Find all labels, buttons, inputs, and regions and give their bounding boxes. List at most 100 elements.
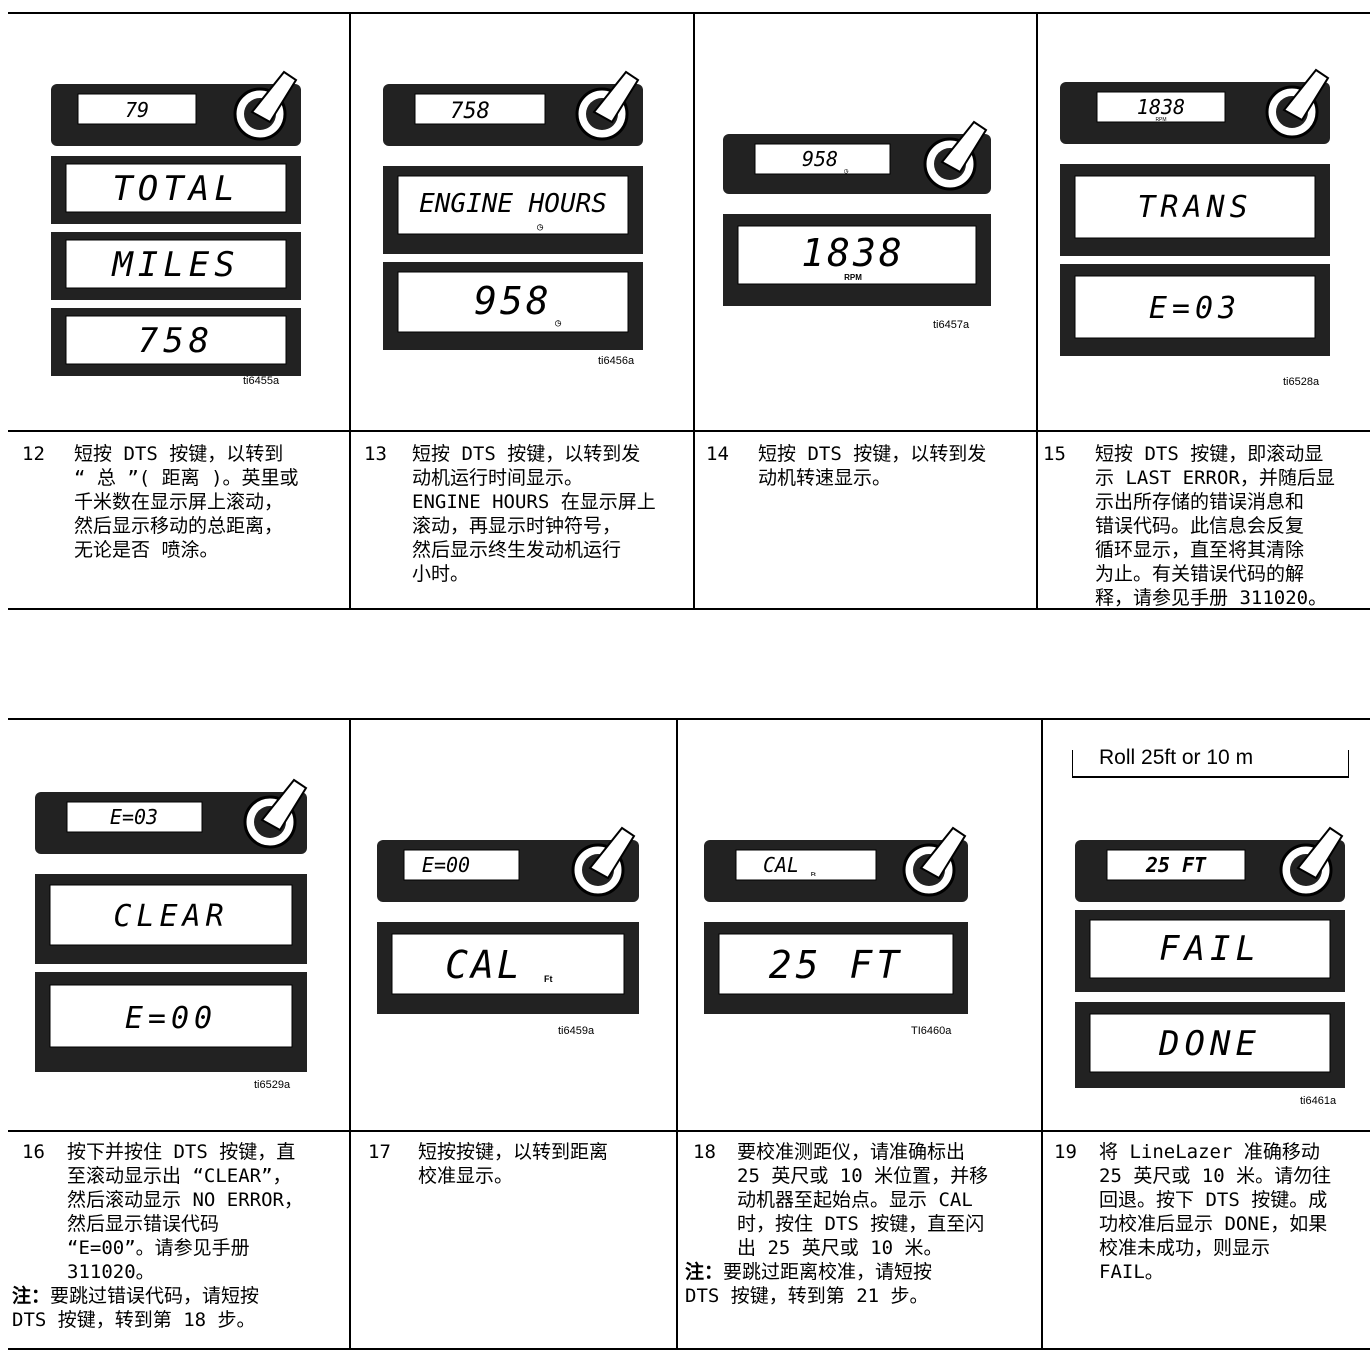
- step-line: 千米数在显示屏上滚动，: [74, 491, 284, 513]
- lcd-top-text: E=00: [422, 853, 470, 877]
- dts-button-icon: [243, 778, 308, 849]
- lcd-panel-text: TOTAL: [112, 169, 239, 209]
- dts-button-icon: [923, 120, 988, 191]
- lcd-panel: [1074, 175, 1316, 239]
- lcd-top-text: 25 FT: [1145, 853, 1207, 877]
- step-line: 短按 DTS 按键，即滚动显: [1095, 443, 1324, 465]
- step-line: 功校准后显示 DONE，如果: [1099, 1213, 1328, 1235]
- step-number: 13: [364, 443, 387, 465]
- dts-button-icon: [575, 70, 640, 141]
- step-line: “E=00”。请参见手册: [67, 1237, 250, 1259]
- lcd-panel: [1089, 919, 1331, 979]
- clock-icon: ◷: [537, 222, 544, 233]
- step-line: ENGINE HOURS 在显示屏上: [412, 491, 656, 513]
- row-divider: [8, 1130, 1370, 1132]
- lcd-top: [754, 143, 891, 175]
- step-line: 25 英尺或 10 米位置，并移: [737, 1165, 989, 1187]
- column-divider: [349, 720, 351, 1348]
- steps-table-1: 79 TOTAL MILES 758 ti6455a 12 短按 DTS 按键，…: [8, 12, 1370, 610]
- lcd-top-sub: Ft: [811, 872, 816, 878]
- lcd-panel-text: DONE: [1158, 1024, 1261, 1064]
- step-18: CAL Ft 25 FT TI6460a 18 要校准测距仪，请准确标出 25 …: [677, 720, 1041, 1348]
- lcd-panel: [65, 315, 287, 365]
- lcd-top: [403, 849, 520, 881]
- step-15: 1838 RPM TRANS E=03 ti6528a 15 短按 DTS 按键…: [1037, 14, 1370, 609]
- step-line: 至滚动显示出 “CLEAR”，: [67, 1165, 292, 1187]
- step-number: 17: [368, 1141, 391, 1163]
- lcd-top: [1096, 91, 1226, 123]
- figure-id: TI6460a: [911, 1025, 952, 1037]
- figure-id: ti6528a: [1283, 376, 1320, 388]
- lcd-panel-sub: RPM: [844, 273, 862, 282]
- step-14: 958 ◷ 1838 RPM ti6457a 14 短按 DTS 按键，以转到发…: [694, 14, 1036, 608]
- step-line: 释，请参见手册 311020。: [1095, 587, 1328, 609]
- step-line: 然后显示移动的总距离，: [74, 515, 284, 537]
- step-line: FAIL。: [1099, 1261, 1164, 1283]
- step-line: 时，按住 DTS 按键，直至闪: [737, 1213, 985, 1235]
- lcd-panel-text: 758: [138, 321, 214, 361]
- figure-id: ti6529a: [254, 1079, 291, 1091]
- step-line: 示出所存储的错误消息和: [1095, 491, 1305, 513]
- step-number: 12: [22, 443, 45, 465]
- step-line: 示 LAST ERROR，并随后显: [1095, 467, 1335, 489]
- step-line: “ 总 ”( 距离 )。英里或: [74, 467, 299, 489]
- step-line: 动机运行时间显示。: [412, 467, 584, 489]
- figure-id: ti6459a: [558, 1025, 595, 1037]
- step-15-display-figure: 1838 RPM TRANS E=03 ti6528a: [1060, 68, 1330, 388]
- lcd-panel: [65, 239, 287, 289]
- dts-button-icon: [571, 826, 636, 897]
- lcd-panel-text: FAIL: [1159, 929, 1261, 969]
- lcd-top-text: 958: [802, 147, 838, 171]
- step-line: 循环显示，直至将其清除: [1095, 539, 1305, 561]
- lcd-panel-text: 1838: [801, 231, 905, 275]
- lcd-top-text: 1838: [1137, 95, 1185, 119]
- step-line: 回退。按下 DTS 按键。成: [1099, 1189, 1328, 1211]
- lcd-top-text: CAL: [763, 853, 799, 877]
- steps-table-2: E=03 CLEAR E=00 ti6529a 16 按下并按住 DTS 按键，…: [8, 718, 1370, 1350]
- lcd-panel-sub: Ft: [544, 974, 553, 984]
- step-12: 79 TOTAL MILES 758 ti6455a 12 短按 DTS 按键，…: [8, 14, 349, 608]
- note-label: 注：: [685, 1261, 724, 1283]
- lcd-panel: [391, 933, 625, 995]
- step-17: E=00 CAL Ft ti6459a 17 短按按键，以转到距离 校准显示。: [350, 720, 676, 1348]
- note-line: DTS 按键，转到第 21 步。: [685, 1285, 929, 1307]
- step-line: 错误代码。此信息会反复: [1095, 515, 1305, 537]
- step-line: 滚动，再显示时钟符号，: [412, 515, 622, 537]
- step-number: 18: [693, 1141, 716, 1163]
- note-line: 要跳过距离校准，请短按: [723, 1261, 933, 1283]
- lcd-top-sub: RPM: [1155, 117, 1166, 123]
- dts-button-icon: [233, 70, 298, 141]
- lcd-panel-text: 958: [474, 279, 552, 323]
- lcd-top: [66, 801, 203, 833]
- lcd-panel-text: E=00: [125, 1001, 217, 1036]
- step-number: 19: [1054, 1141, 1077, 1163]
- lcd-panel: [1074, 275, 1316, 339]
- dts-button-icon: [902, 826, 967, 897]
- step-number: 14: [706, 443, 729, 465]
- step-line: 无论是否 喷涂。: [74, 539, 219, 561]
- lcd-panel: [65, 163, 287, 213]
- lcd-panel: [737, 225, 977, 285]
- lcd-panel-text: CAL: [445, 943, 523, 987]
- distance-line: [1073, 776, 1348, 778]
- step-16: E=03 CLEAR E=00 ti6529a 16 按下并按住 DTS 按键，…: [8, 720, 349, 1348]
- step-line: 25 英尺或 10 米。请勿往: [1099, 1165, 1332, 1187]
- note-line: DTS 按键，转到第 18 步。: [12, 1309, 256, 1331]
- step-line: 动机转速显示。: [758, 467, 892, 489]
- step-18-display-figure: CAL Ft 25 FT TI6460a: [704, 826, 968, 1037]
- lcd-panel: [718, 933, 954, 995]
- lcd-top: [414, 93, 546, 125]
- roll-caption-text: Roll 25ft or 10 m: [1099, 746, 1254, 769]
- step-14-display-figure: 958 ◷ 1838 RPM ti6457a: [723, 120, 991, 331]
- column-divider: [1041, 720, 1043, 1348]
- step-13-display-figure: 758 ENGINE HOURS ◷ 958 ◷ ti6456a: [383, 70, 643, 367]
- lcd-panel-text: MILES: [111, 245, 239, 285]
- step-line: 将 LineLazer 准确移动: [1099, 1141, 1320, 1163]
- lcd-panel-text: CLEAR: [113, 899, 228, 934]
- lcd-panel: [49, 984, 293, 1048]
- lcd-panel: [1089, 1013, 1331, 1073]
- column-divider: [349, 14, 351, 608]
- step-number: 15: [1043, 443, 1066, 465]
- step-line: 为止。有关错误代码的解: [1095, 563, 1305, 585]
- lcd-top: [735, 849, 877, 881]
